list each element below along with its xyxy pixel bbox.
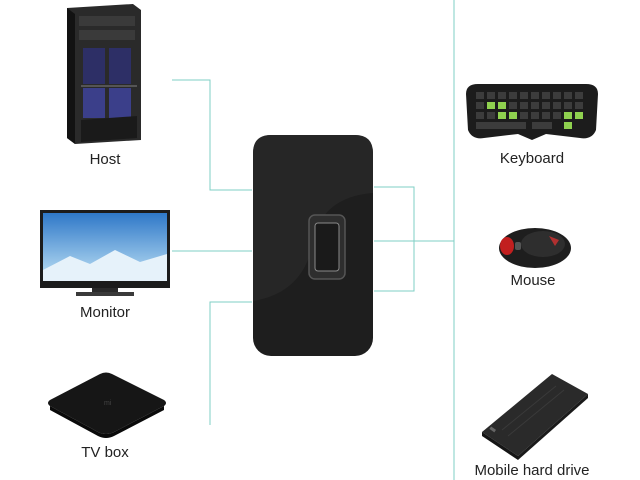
tvbox-connector-line [209, 301, 252, 425]
tvbox-label: TV box [81, 444, 129, 461]
tv-box-icon: mi [48, 372, 166, 438]
switch-right-connector-lower [374, 241, 415, 292]
desktop-tower-icon [67, 4, 141, 144]
host-label: Host [89, 151, 121, 168]
usb-switch-icon [253, 135, 373, 356]
mouse-label: Mouse [510, 272, 556, 289]
keyboard-icon [466, 84, 598, 140]
switch-right-connector-upper [374, 186, 415, 242]
monitor-icon [40, 210, 170, 296]
monitor-label: Monitor [79, 304, 131, 321]
keyboard-label: Keyboard [499, 150, 565, 167]
hard-drive-label: Mobile hard drive [474, 462, 590, 479]
host-connector-line [172, 79, 252, 191]
svg-text:mi: mi [104, 400, 112, 407]
mouse-icon [499, 228, 571, 268]
hard-drive-icon [482, 374, 588, 460]
